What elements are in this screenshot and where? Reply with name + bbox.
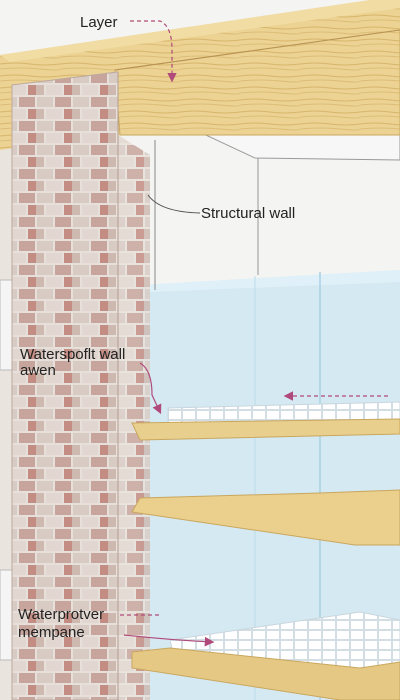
waterproof-wall-label-line2: awen (20, 362, 56, 379)
brick-column (11, 71, 150, 700)
waterproof-membrane-label-line2: mempane (18, 624, 85, 641)
ceiling-opening (154, 109, 400, 290)
waterproof-membrane-label-line1: Waterprotver (18, 606, 105, 623)
layer-label: Layer (80, 14, 118, 31)
bottom-shelf (131, 647, 400, 700)
structural-wall-leader (147, 194, 201, 214)
shelf-1 (131, 418, 400, 441)
leader-lines (120, 20, 388, 647)
layer-arrow (130, 20, 177, 83)
waterproof-wall-arrow (139, 362, 162, 415)
membrane-arrow (123, 634, 215, 647)
structural-wall-label: Structural wall (201, 205, 296, 222)
water-volume (140, 270, 400, 700)
shelf-2 (131, 489, 400, 546)
waterproof-wall-label-line1: Waterspoflt wall (20, 346, 126, 363)
